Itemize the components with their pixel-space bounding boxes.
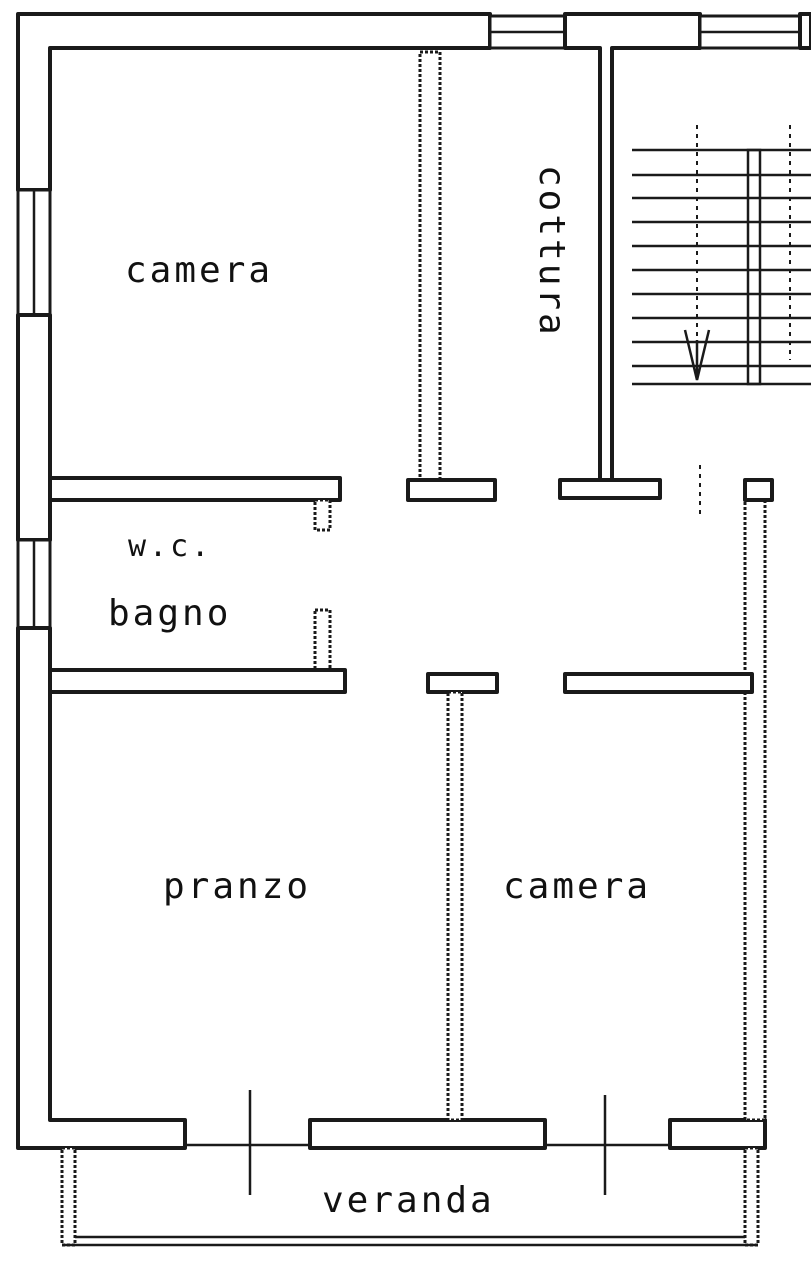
veranda-area (60, 1090, 760, 1247)
room-label-camera-bottom: camera (503, 866, 651, 907)
staircase (632, 125, 811, 515)
outer-walls (16, 12, 811, 1150)
room-label-cottura: cottura (531, 165, 572, 338)
room-label-veranda: veranda (322, 1180, 495, 1221)
stair-direction-arrow-icon (683, 329, 711, 381)
room-label-pranzo: pranzo (163, 866, 311, 907)
interior-walls (48, 50, 754, 1122)
room-label-camera-top: camera (125, 250, 273, 291)
room-label-wc: w.c. (128, 529, 212, 564)
room-label-bagno: bagno (108, 593, 231, 634)
